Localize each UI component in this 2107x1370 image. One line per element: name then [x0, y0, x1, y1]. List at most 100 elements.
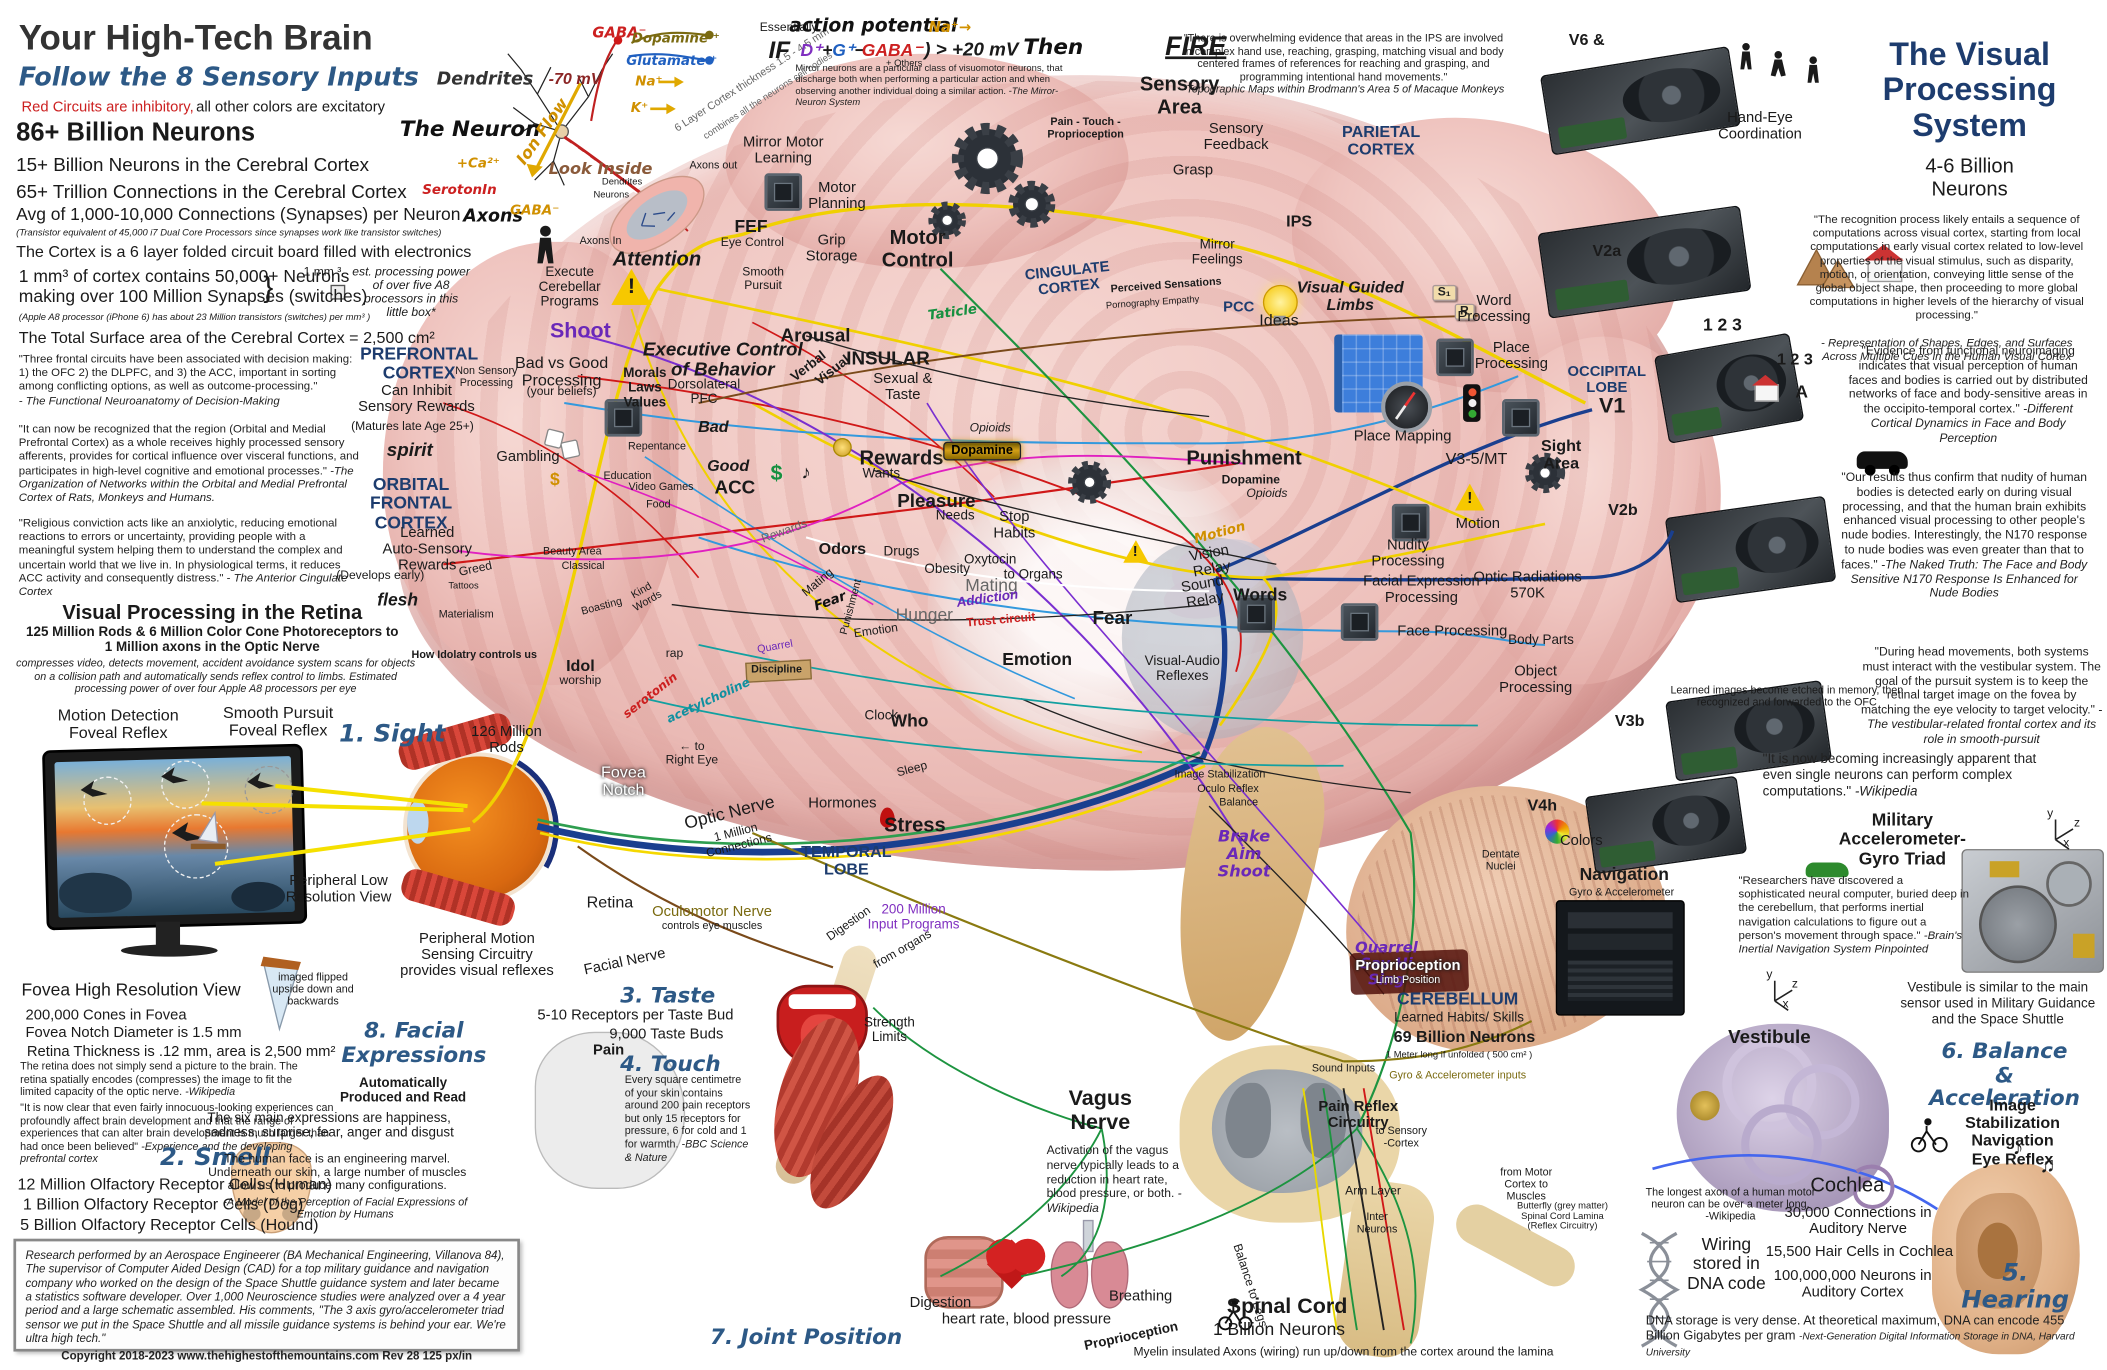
diagram-label: Repentance — [627, 440, 686, 453]
poster-title: Your High-Tech Brain — [18, 17, 373, 58]
gpu-card-v6 — [1539, 46, 1741, 156]
note-text: The retina does not simply send a pictur… — [20, 1060, 298, 1098]
diagram-label: $ — [550, 468, 560, 489]
quote-source: - The Functional Neuroanatomy of Decisio… — [18, 393, 280, 407]
diagram-label: Butterfly (grey matter) Spinal Cord Lami… — [1517, 1201, 1608, 1232]
diagram-label: y — [2047, 806, 2054, 820]
diagram-label: GABA⁻ — [861, 40, 923, 61]
diagram-label: Motion Detection — [57, 705, 179, 725]
diagram-label: imaged flipped upside down and backwards — [272, 971, 354, 1007]
chip-face — [1340, 603, 1379, 641]
diagram-label: Body Parts — [1508, 633, 1574, 649]
quote-text: "It is now clear that even fairly innocu… — [20, 1101, 334, 1153]
quote-ips: "There is overwhelming evidence that are… — [1182, 32, 1504, 96]
diagram-label: $ — [770, 462, 783, 486]
quote-vestibular: "During head movements, both systems mus… — [1861, 645, 2103, 747]
diagram-label: Attention — [612, 248, 702, 272]
tower-drive-bay — [1567, 912, 1673, 929]
dice-icon — [559, 439, 581, 460]
quote-text: "The recognition process likely entails … — [1809, 212, 2084, 322]
diagram-label: The Total Surface area of the Cerebral C… — [18, 328, 435, 348]
diagram-label: Na⁺ — [635, 74, 663, 90]
navigation-computer-tower — [1555, 900, 1685, 1016]
diagram-label: A — [1795, 381, 1808, 402]
diagram-label: 15+ Billion Neurons in the Cerebral Cort… — [16, 153, 369, 176]
traffic-red — [1467, 388, 1476, 397]
quote-source: -Brain's Inertial Navigation System Pinp… — [1738, 928, 1963, 956]
section-taste: 3. Taste — [620, 982, 716, 1008]
diagram-label: Mirror Motor Learning — [743, 134, 824, 167]
diagram-label: Inter Neurons — [1356, 1210, 1398, 1235]
diagram-label: Foveal Reflex — [68, 723, 168, 743]
diagram-label: S₁ — [1432, 284, 1457, 301]
note-text: compresses video, detects movement, acci… — [16, 656, 416, 695]
diagram-label: Stop Habits — [993, 509, 1036, 542]
section-facial: 8. Facial Expressions — [341, 1017, 487, 1067]
foveal-target-circle — [161, 760, 210, 809]
diagram-label: Na⁺→ — [928, 18, 972, 37]
diagram-label: Wiring stored in DNA code — [1687, 1234, 1766, 1293]
research-text: Research performed by an Aerospace Engin… — [25, 1248, 506, 1345]
semicircular-canal — [1784, 1064, 1860, 1140]
diagram-label: V1 — [1599, 395, 1626, 419]
diagram-label: Cochlea — [1810, 1173, 1885, 1197]
diagram-label: (your beliefs) — [526, 384, 597, 398]
diagram-label: Motion — [1455, 515, 1501, 532]
diagram-label: rap — [665, 646, 684, 660]
diagram-label: worship — [559, 673, 602, 687]
diagram-label: 86+ Billion Neurons — [16, 118, 256, 148]
diagram-label: Retina — [586, 892, 634, 912]
diagram-label: Object Processing — [1499, 663, 1573, 696]
traffic-green — [1467, 409, 1476, 418]
diagram-label: Dendrites — [436, 69, 534, 90]
diagram-label: Hunger — [895, 604, 953, 625]
diagram-label: Dentate Nuclei — [1481, 848, 1520, 872]
diagram-label: Word Processing — [1457, 292, 1531, 326]
quote-source: -Topographic Maps within Brodmann's Area… — [1182, 83, 1505, 96]
car-wheel — [1864, 464, 1876, 476]
section-sight: 1. Sight — [339, 720, 446, 749]
trachea-icon — [1082, 1219, 1094, 1253]
diagram-label: 125 Million Rods & 6 Million Color Cone … — [26, 625, 399, 641]
diagram-label: Ideas — [1259, 310, 1299, 330]
diagram-label: Neurons — [593, 190, 630, 201]
gyro-sphere — [1978, 885, 2057, 964]
chip-v35mt — [1502, 399, 1540, 437]
diagram-label: Dendrites — [601, 177, 643, 187]
diagram-label: The Cortex is a 6 layer folded circuit b… — [16, 242, 472, 262]
diagram-label: ♫ — [2039, 1154, 2056, 1178]
quote-source: -Experience and the developing prefronta… — [20, 1140, 293, 1166]
diagram-label: Learned images become etched in memory, … — [1670, 684, 1904, 709]
diagram-label: Mirror Feelings — [1191, 237, 1243, 268]
compass-icon — [1381, 381, 1433, 433]
diagram-label: G⁺ — [832, 40, 856, 61]
diagram-label: Video Games — [628, 480, 694, 493]
diagram-label: How Idolatry controls us — [411, 648, 537, 661]
gyro-gold-flex — [1989, 861, 2020, 878]
diagram-label: Vestibule — [1728, 1025, 1811, 1047]
diagram-label: spirit — [386, 438, 433, 460]
diagram-label: z — [2074, 815, 2081, 830]
diagram-label: ♪ — [801, 461, 811, 483]
diagram-label: Learned Habits/ Skills — [1394, 1010, 1525, 1026]
foveal-target-circle — [83, 776, 132, 825]
diagram-label: Peripheral Low Resolution View — [285, 873, 392, 906]
diagram-label: 65+ Trillion Connections in the Cerebral… — [16, 180, 407, 202]
diagram-label: from Motor Cortex to Muscles — [1500, 1165, 1553, 1202]
diagram-label: Visual-Audio Reflexes — [1144, 654, 1220, 684]
heart-icon-lobe — [1010, 1238, 1046, 1274]
nostril — [282, 1206, 300, 1222]
diagram-label: Proprioception — [1355, 957, 1461, 974]
quote-text: "Religious conviction acts like an anxio… — [18, 515, 343, 585]
diagram-label: Shoot — [549, 320, 611, 343]
diagram-label: Non Sensory Processing — [455, 364, 518, 389]
hand-sketch — [534, 1031, 686, 1189]
note-source: -The Mirror-Neuron System — [795, 87, 1059, 108]
diagram-label: V4h — [1527, 795, 1558, 815]
diagram-label: from organs — [870, 926, 934, 971]
diagram-label: Motor Control — [881, 226, 954, 272]
copyright-line: Copyright 2018-2023 www.thehighestofthem… — [61, 1349, 473, 1363]
diagram-label: Visual Guided Limbs — [1296, 277, 1404, 315]
diagram-label: Digestion — [909, 1295, 972, 1312]
diagram-label: making over 100 Million Synapses (switch… — [18, 285, 368, 307]
